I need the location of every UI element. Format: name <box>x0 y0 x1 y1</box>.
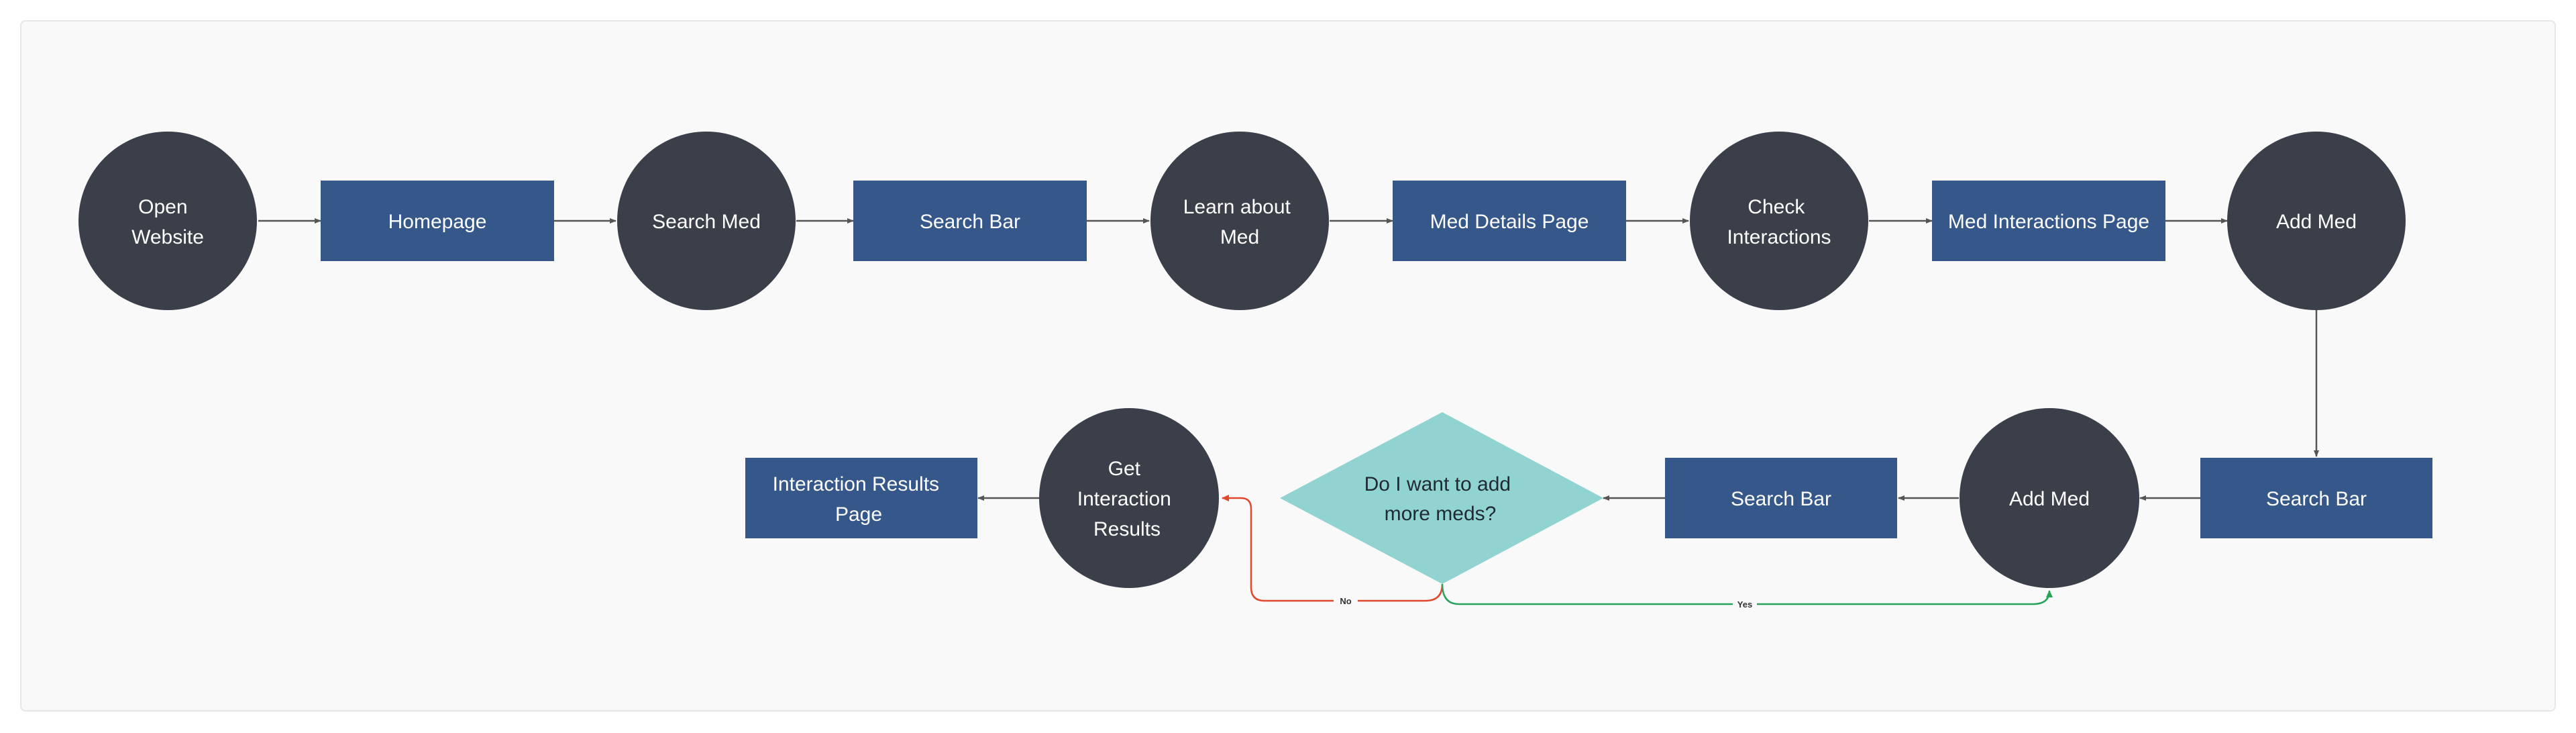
node-decision: Do I want to add more meds? <box>1280 412 1603 584</box>
node-label: Do I want to add more meds? <box>1364 473 1517 525</box>
no-label-bg <box>1334 595 1358 607</box>
screen-rect <box>2200 458 2432 538</box>
node-label: Med Details Page <box>1430 211 1589 233</box>
node-label: Add Med <box>2009 488 2090 510</box>
node-check-interactions: Check Interactions <box>1690 132 1868 310</box>
node-label: Search Bar <box>920 211 1020 233</box>
node-med-interactions-page: Med Interactions Page <box>1932 181 2165 261</box>
node-label: Interaction Results Page <box>773 473 945 526</box>
node-results-page: Interaction Results Page <box>745 458 977 538</box>
process-circle <box>1960 408 2139 588</box>
node-homepage: Homepage <box>321 181 554 261</box>
process-circle <box>1690 132 1868 310</box>
screen-rect <box>853 181 1087 261</box>
screen-rect <box>1665 458 1897 538</box>
whiteboard-frame <box>20 20 2556 712</box>
node-label: Med Interactions Page <box>1948 211 2149 233</box>
process-circle <box>78 132 257 310</box>
yes-label-bg <box>1733 598 1757 610</box>
node-learn-about-med: Learn about Med <box>1150 132 1329 310</box>
screen-rect <box>1393 181 1626 261</box>
process-circle <box>1039 408 1219 588</box>
node-add-med-1: Add Med <box>2227 132 2406 310</box>
node-search-med: Search Med <box>617 132 796 310</box>
node-search-bar-2: Search Bar <box>2200 458 2432 538</box>
node-get-results: Get Interaction Results <box>1039 408 1219 588</box>
edge-label-yes: Yes <box>1737 599 1752 609</box>
node-label: Get Interaction Results <box>1077 458 1177 540</box>
node-search-bar-1: Search Bar <box>853 181 1087 261</box>
node-add-med-2: Add Med <box>1960 408 2139 588</box>
edge-label-no: No <box>1340 596 1351 606</box>
node-label: Learn about Med <box>1183 196 1296 248</box>
node-label: Search Bar <box>1731 488 1831 510</box>
node-open-website: Open Website <box>78 132 257 310</box>
screen-rect <box>1932 181 2165 261</box>
node-med-details-page: Med Details Page <box>1393 181 1626 261</box>
node-label: Open Website <box>131 196 204 248</box>
connectors <box>258 218 2319 501</box>
node-label: Search Med <box>652 211 761 233</box>
process-circle <box>2227 132 2406 310</box>
process-circle <box>1150 132 1329 310</box>
node-label: Check Interactions <box>1727 196 1831 248</box>
node-search-bar-3: Search Bar <box>1665 458 1897 538</box>
screen-rect <box>321 181 554 261</box>
node-label: Search Bar <box>2266 488 2367 510</box>
screen-rect <box>745 458 977 538</box>
edge-no-branch <box>1222 495 1444 602</box>
process-circle <box>617 132 796 310</box>
node-label: Homepage <box>388 211 487 233</box>
node-label: Add Med <box>2276 211 2357 233</box>
decision-diamond <box>1280 412 1603 584</box>
